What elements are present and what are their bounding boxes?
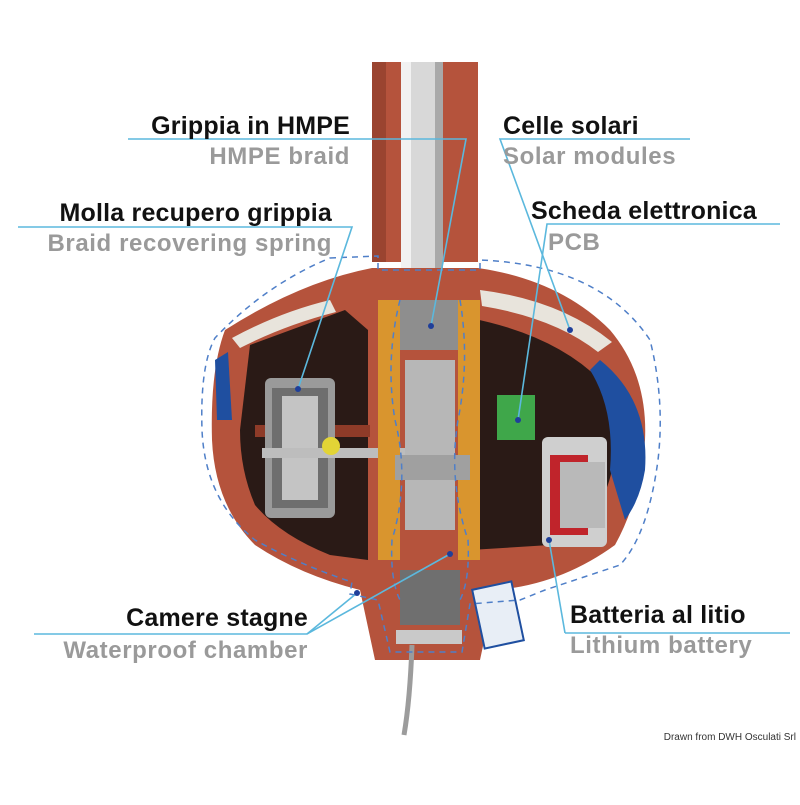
leader-pcb [517,223,780,421]
spring-drum [262,378,412,518]
label-pcb-it: Scheda elettronica [531,197,757,225]
label-chamber-en: Waterproof chamber [63,637,308,664]
label-pcb-en: PCB [548,229,601,256]
central-shaft [378,300,480,736]
inner-dashed-path [390,299,470,601]
pcb-board [497,395,535,440]
leader-solar [498,138,690,331]
leader-braid [128,138,467,327]
label-spring-en: Braid recovering spring [47,230,332,257]
waterproof-envelope [201,255,661,653]
leader-lines [18,138,790,635]
credit-text: Drawn from DWH Osculati Srl [663,732,796,743]
label-spring-it: Molla recupero grippia [59,199,332,227]
battery-pack [542,437,607,547]
label-braid-en: HMPE braid [209,143,350,170]
mast-tube [372,62,478,277]
label-plate [471,580,525,650]
label-braid-it: Grippia in HMPE [151,112,350,140]
label-battery-en: Lithium battery [570,632,753,659]
label-solar-it: Celle solari [503,112,639,140]
label-chamber-it: Camere stagne [126,604,308,632]
label-solar-en: Solar modules [503,143,677,170]
label-battery-it: Batteria al litio [570,601,746,629]
leader-chamber-2 [306,592,358,635]
leader-battery-2 [548,539,566,634]
leader-dots [295,323,573,596]
leader-spring [18,226,354,390]
